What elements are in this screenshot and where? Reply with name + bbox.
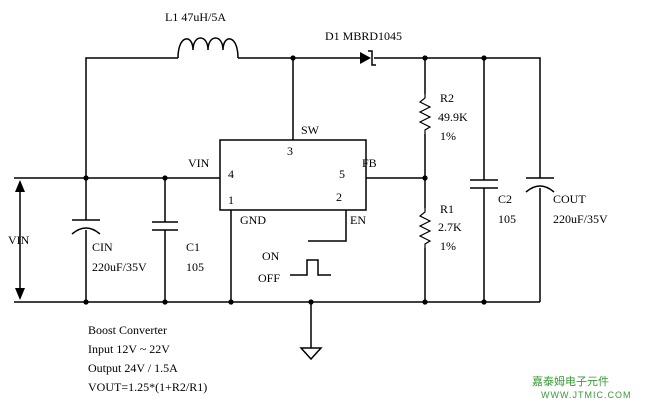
junction: [308, 299, 314, 305]
switch-off-label: OFF: [258, 271, 280, 285]
wires: [14, 57, 541, 348]
note-line-3: Output 24V / 1.5A: [88, 361, 178, 375]
capacitor-cout-value: 220uF/35V: [553, 212, 608, 226]
note-line-2: Input 12V ~ 22V: [88, 342, 170, 356]
ic-vin-label: VIN: [188, 156, 210, 170]
vin-double-arrow: [15, 180, 25, 300]
wire-input-to-inductor: [85, 57, 178, 178]
ic-gnd-label: GND: [240, 213, 266, 227]
junction: [83, 175, 89, 181]
capacitor-c1-value: 105: [186, 260, 204, 274]
ic-pin4-label: 4: [228, 167, 234, 181]
diode-d1-label: D1 MBRD1045: [325, 29, 402, 43]
resistor-r1-tolerance: 1%: [440, 239, 456, 253]
wire-en-pin: [308, 210, 347, 242]
capacitor-cout-name: COUT: [553, 192, 586, 206]
junction: [481, 299, 487, 305]
junction: [422, 55, 428, 61]
en-pulse-waveform: [290, 259, 331, 276]
capacitor-cout-symbol: [525, 177, 555, 193]
ic-pin5-label: 5: [339, 167, 345, 181]
junctions: [83, 55, 487, 305]
capacitor-cin-name: CIN: [92, 240, 113, 254]
capacitor-cin-value: 220uF/35V: [92, 260, 147, 274]
watermark-url: WWW.JTMIC.COM: [541, 390, 631, 400]
vin-label: VIN: [8, 233, 30, 247]
note-line-1: Boost Converter: [88, 323, 167, 337]
resistor-r2-tolerance: 1%: [440, 129, 456, 143]
junction: [422, 175, 428, 181]
ic-sw-label: SW: [301, 123, 320, 137]
inductor-l1-symbol: [177, 37, 239, 59]
junction: [422, 299, 428, 305]
diode-d1-symbol: [360, 50, 376, 66]
switch-on-label: ON: [262, 249, 280, 263]
resistor-r2-value: 49.9K: [438, 110, 468, 124]
junction: [228, 299, 234, 305]
ic-pin2-label: 2: [336, 190, 342, 204]
junction: [481, 55, 487, 61]
inductor-l1-label: L1 47uH/5A: [165, 10, 226, 24]
junction: [162, 299, 168, 305]
ic-pin3-label: 3: [287, 144, 293, 158]
capacitor-c2-name: C2: [498, 192, 512, 206]
capacitor-c1-symbol: [152, 221, 178, 231]
junction: [290, 55, 296, 61]
capacitor-c1-name: C1: [186, 240, 200, 254]
note-line-4: VOUT=1.25*(1+R2/R1): [88, 380, 207, 394]
ic-en-label: EN: [350, 213, 366, 227]
capacitor-c2-value: 105: [498, 212, 516, 226]
ic-box: [219, 139, 367, 211]
capacitor-cin-symbol: [71, 219, 101, 235]
resistor-r1-symbol: [418, 208, 432, 248]
ic-pin1-label: 1: [228, 193, 234, 207]
ground-symbol: [299, 347, 323, 361]
junction: [162, 175, 168, 181]
resistor-r1-value: 2.7K: [438, 220, 462, 234]
resistor-r2-symbol: [418, 94, 432, 134]
resistor-r1-name: R1: [440, 202, 454, 216]
ic-fb-label: FB: [362, 156, 377, 170]
wire-output-rail: [374, 57, 541, 178]
watermark-chinese: 嘉泰姆电子元件: [532, 374, 609, 388]
resistor-r2-name: R2: [440, 91, 454, 105]
junction: [83, 299, 89, 305]
capacitor-c2-symbol: [470, 179, 498, 189]
